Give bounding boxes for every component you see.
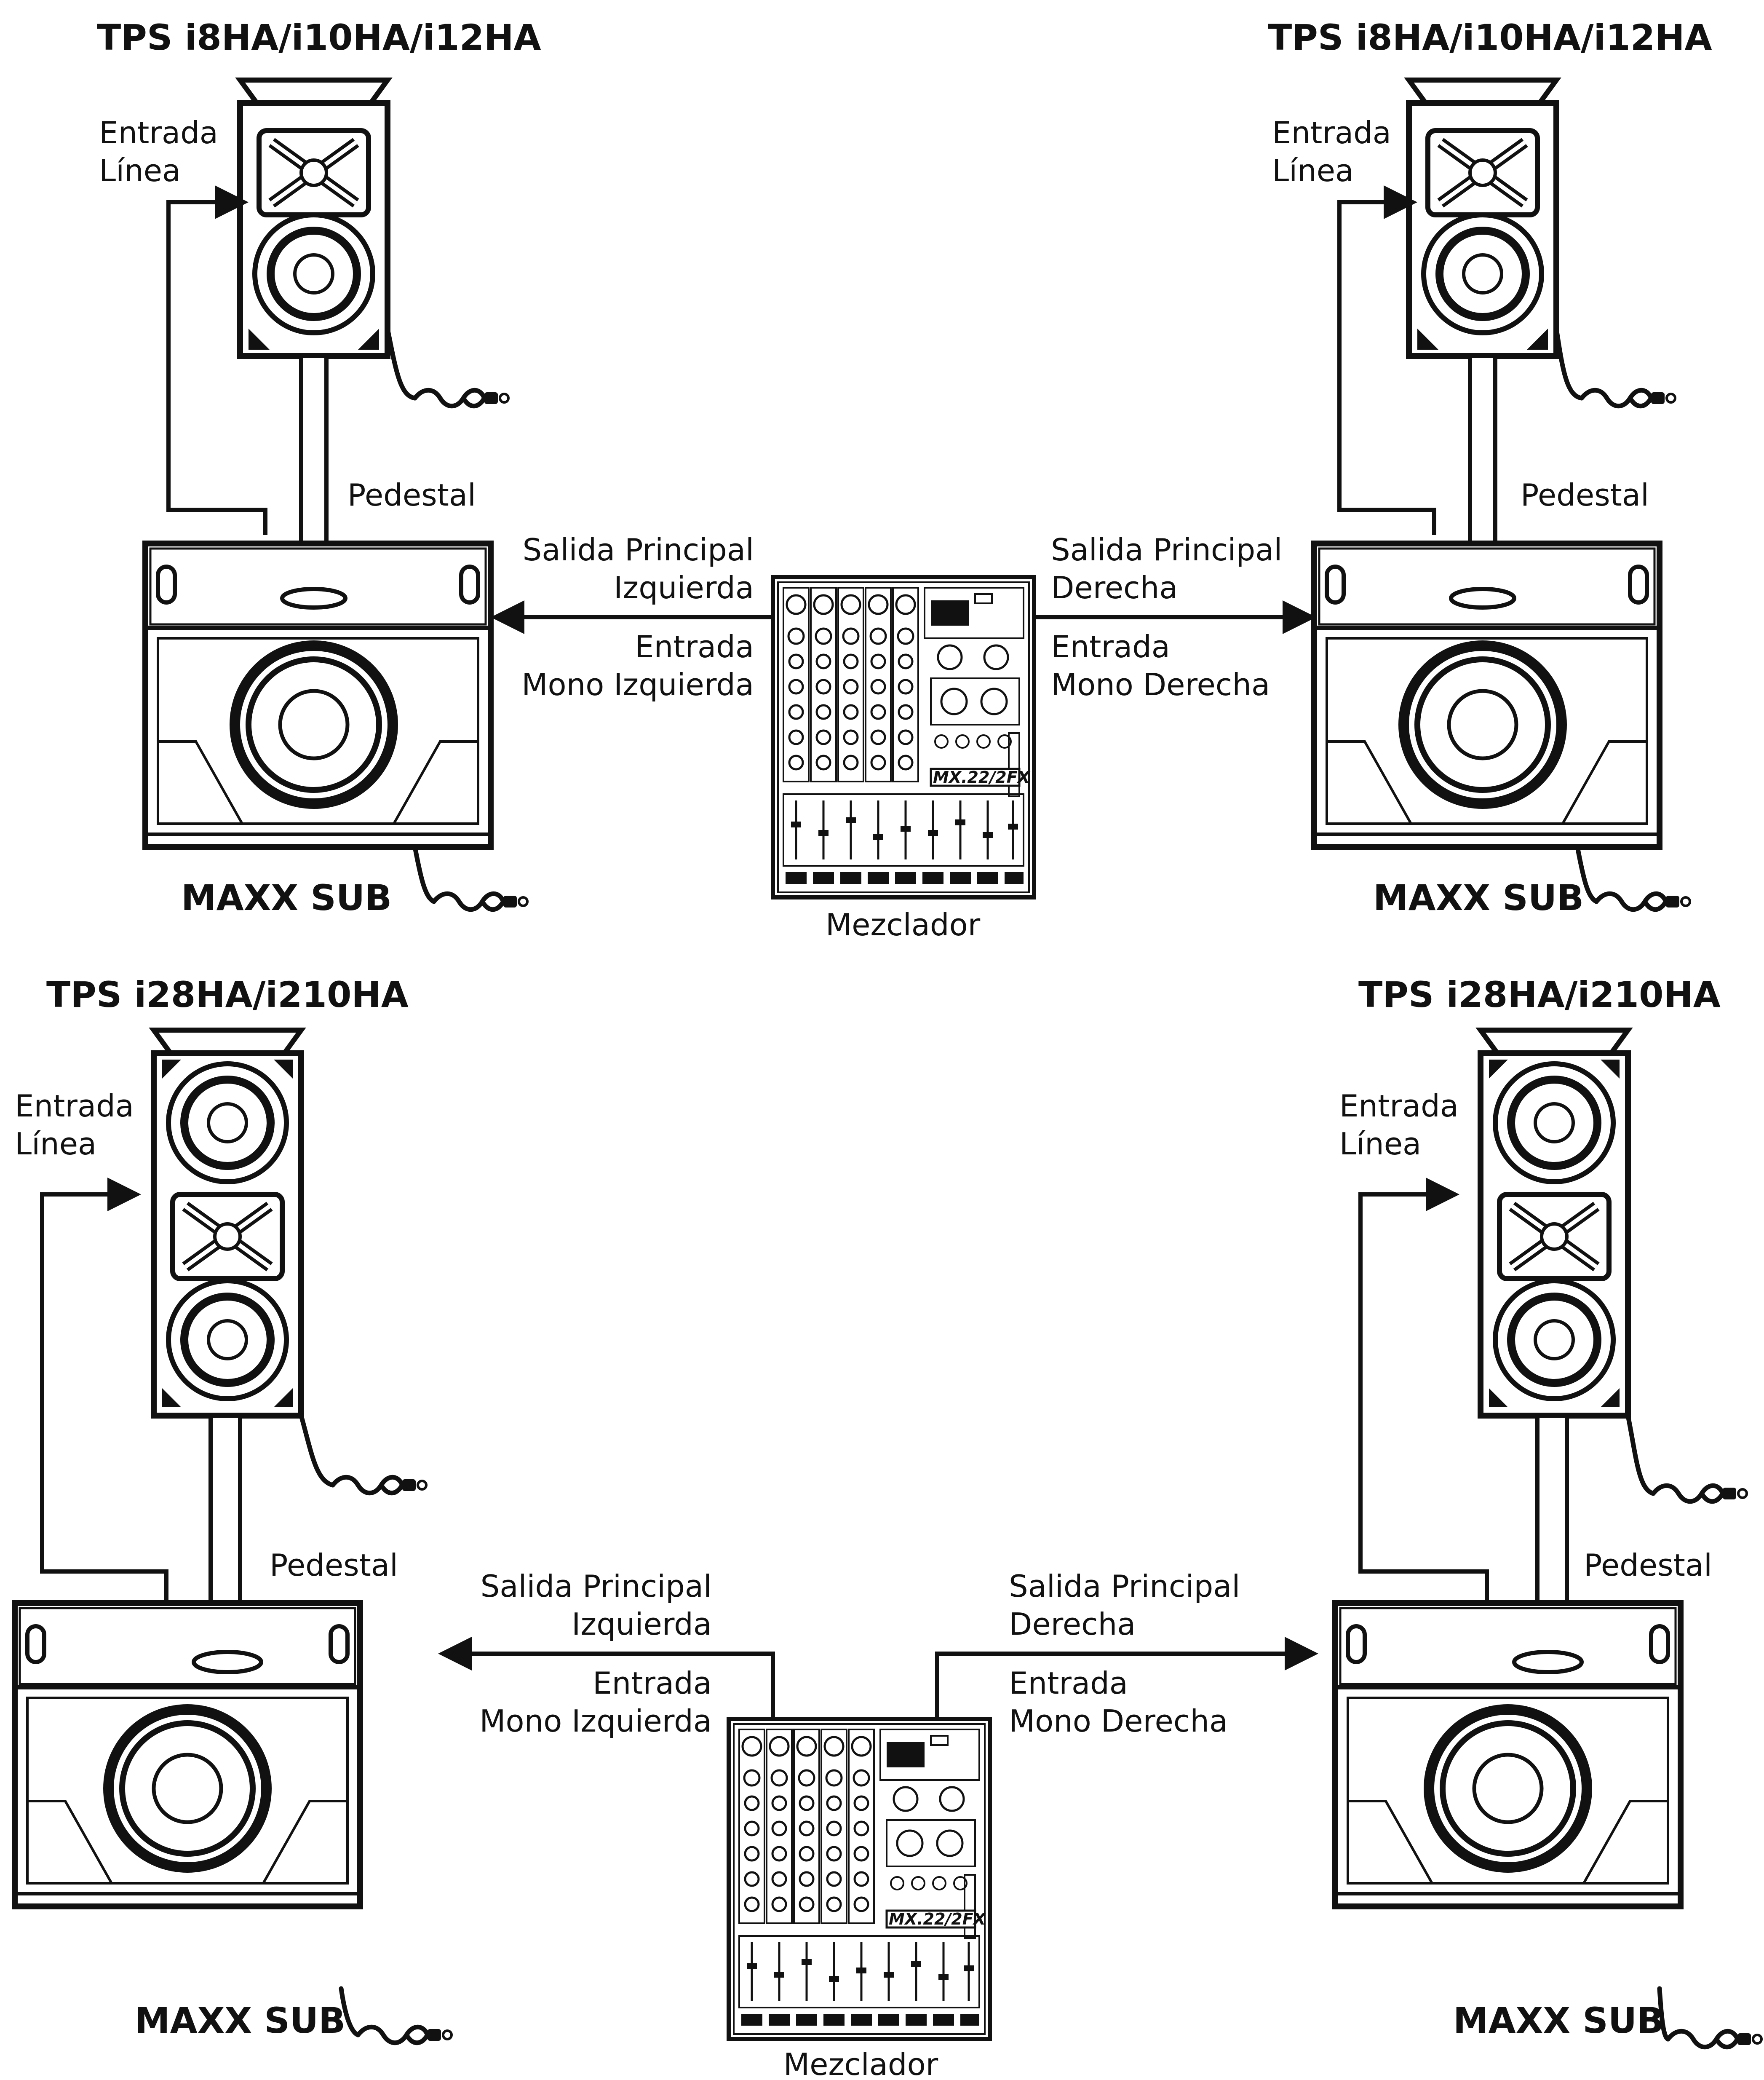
satellite-speaker bbox=[240, 80, 388, 356]
right-output-label-line2: Derecha bbox=[1009, 1606, 1136, 1642]
power-cord-icon bbox=[434, 894, 527, 910]
subwoofer-cone bbox=[1398, 640, 1567, 809]
satellite-speaker bbox=[1409, 80, 1556, 356]
subwoofer-cone bbox=[103, 1704, 272, 1873]
subwoofer-cone bbox=[230, 640, 398, 809]
left-output-label: Salida Principal bbox=[481, 1569, 712, 1604]
sub-label: MAXX SUB bbox=[1373, 877, 1584, 918]
stand-label: Pedestal bbox=[1584, 1547, 1712, 1583]
input-label-line2: Línea bbox=[1272, 153, 1354, 188]
sub-label: MAXX SUB bbox=[1453, 2000, 1664, 2041]
mixer-model-badge: MX.22/2FX bbox=[933, 768, 1031, 787]
left-mono-label-line2: Mono Izquierda bbox=[521, 667, 754, 702]
right-mono-label-line2: Mono Derecha bbox=[1051, 667, 1270, 702]
speaker-model-label: TPS i8HA/i10HA/i12HA bbox=[1268, 17, 1712, 58]
mixer-label: Mezclador bbox=[826, 907, 981, 942]
power-cord-icon bbox=[1653, 1486, 1747, 1502]
power-cord-icon bbox=[333, 1477, 426, 1493]
bottom-right-system: TPS i28HA/i210HA Pedestal Entrada Línea … bbox=[1335, 974, 1761, 2047]
power-cord-icon bbox=[358, 2027, 452, 2043]
left-output-label-line2: Izquierda bbox=[572, 1606, 712, 1642]
sub-label: MAXX SUB bbox=[135, 2000, 345, 2041]
power-cord-icon bbox=[415, 390, 508, 406]
right-output-label: Salida Principal bbox=[1009, 1569, 1240, 1604]
left-mono-label: Entrada bbox=[593, 1665, 712, 1701]
speaker-model-label: TPS i28HA/i210HA bbox=[46, 974, 409, 1015]
right-output-label: Salida Principal bbox=[1051, 532, 1282, 568]
power-cord-icon bbox=[1668, 2031, 1761, 2047]
mixer-console bbox=[729, 1719, 990, 2039]
mixer-console bbox=[773, 577, 1034, 897]
input-label: Entrada bbox=[1272, 115, 1391, 150]
mixer-model-badge: MX.22/2FX bbox=[889, 1910, 986, 1928]
input-label: Entrada bbox=[15, 1088, 134, 1124]
top-left-system: TPS i8HA/i10HA/i12HA Pedestal Entrada Lí… bbox=[97, 17, 541, 918]
right-mono-label: Entrada bbox=[1051, 629, 1170, 664]
power-cord-icon bbox=[1582, 390, 1675, 406]
stand-label: Pedestal bbox=[270, 1547, 398, 1583]
speaker-model-label: TPS i28HA/i210HA bbox=[1358, 974, 1721, 1015]
bottom-left-system: TPS i28HA/i210HA Pedestal Entrada Línea … bbox=[15, 974, 452, 2043]
right-mono-label: Entrada bbox=[1009, 1665, 1128, 1701]
satellite-speaker bbox=[1481, 1030, 1628, 1416]
input-label: Entrada bbox=[99, 115, 218, 150]
power-cord-icon bbox=[1596, 894, 1690, 910]
mixer-label: Mezclador bbox=[783, 2047, 938, 2080]
top-right-system: TPS i8HA/i10HA/i12HA Pedestal Entrada Lí… bbox=[1268, 17, 1712, 918]
top-mixer: MX.22/2FX Mezclador Salida Principal Izq… bbox=[499, 532, 1308, 942]
stand-label: Pedestal bbox=[1521, 477, 1649, 513]
input-label: Entrada bbox=[1339, 1088, 1459, 1124]
input-label-line2: Línea bbox=[1339, 1126, 1421, 1162]
left-output-label: Salida Principal bbox=[523, 532, 754, 568]
subwoofer-cone bbox=[1424, 1704, 1592, 1873]
left-mono-label-line2: Mono Izquierda bbox=[479, 1703, 712, 1739]
speaker-model-label: TPS i8HA/i10HA/i12HA bbox=[97, 17, 541, 58]
stand-label: Pedestal bbox=[347, 477, 476, 513]
left-output-label-line2: Izquierda bbox=[614, 570, 754, 605]
right-output-label-line2: Derecha bbox=[1051, 570, 1178, 605]
right-mono-label-line2: Mono Derecha bbox=[1009, 1703, 1228, 1739]
satellite-speaker bbox=[154, 1030, 301, 1416]
left-mono-label: Entrada bbox=[635, 629, 754, 664]
input-label-line2: Línea bbox=[99, 153, 181, 188]
bottom-mixer: MX.22/2FX Mezclador Salida Principal Izq… bbox=[446, 1569, 1310, 2080]
input-label-line2: Línea bbox=[15, 1126, 96, 1162]
sub-label: MAXX SUB bbox=[181, 877, 392, 918]
